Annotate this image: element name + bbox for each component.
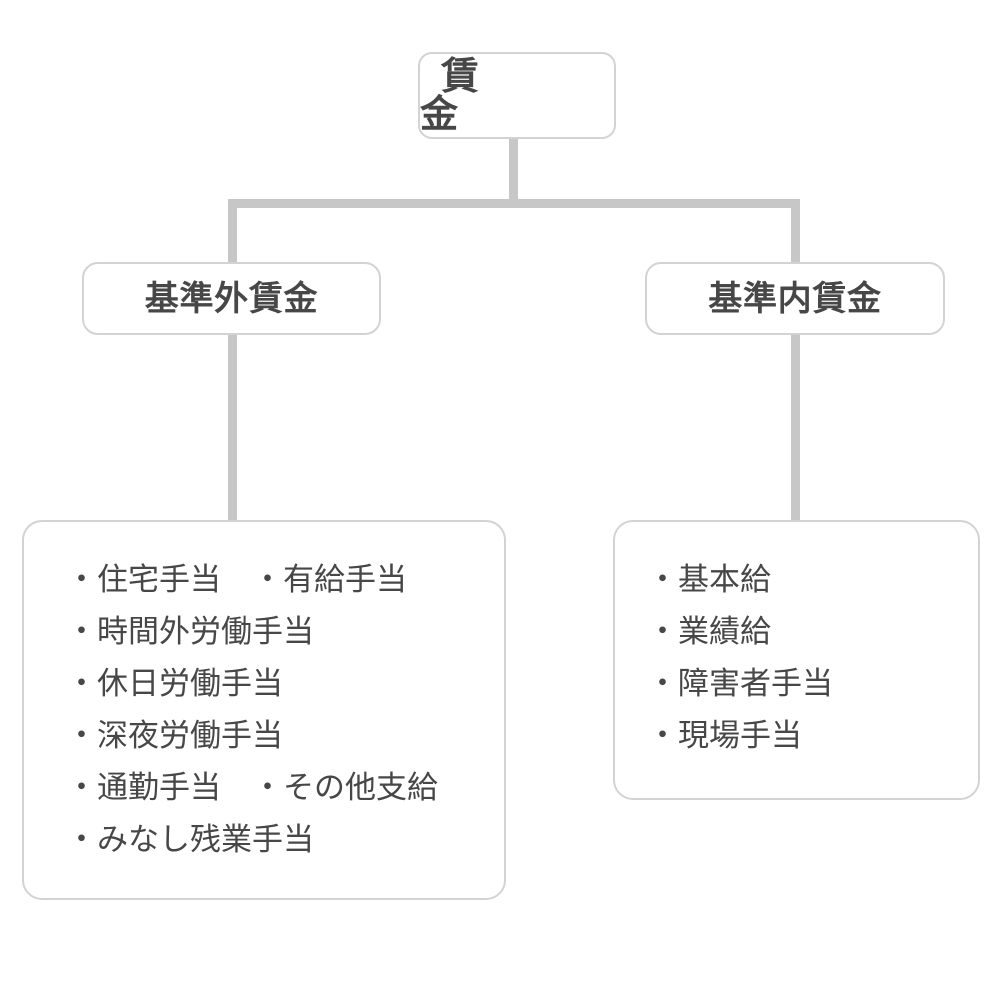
list-item: ・みなし残業手当 <box>66 822 314 858</box>
node-branch-standard-wage[interactable]: 基準内賃金 <box>645 262 945 335</box>
list-item: ・休日労働手当 <box>66 666 283 702</box>
connector-right-branch-to-leaf <box>791 334 800 524</box>
connector-bus-to-right-branch <box>791 199 800 263</box>
node-leaf-non-standard-wage-items[interactable]: ・住宅手当 ・有給手当 ・時間外労働手当 ・休日労働手当 ・深夜労働手当 ・通勤… <box>22 520 506 900</box>
node-branch-standard-wage-label: 基準内賃金 <box>708 279 882 318</box>
node-root-label: 賃 金 <box>420 55 559 136</box>
list-item: ・時間外労働手当 <box>66 614 314 650</box>
connector-horizontal-bus <box>228 199 800 208</box>
list-item: ・住宅手当 ・有給手当 <box>66 562 407 597</box>
node-branch-non-standard-wage-label: 基準外賃金 <box>144 279 319 318</box>
node-root-wage[interactable]: 賃 金 <box>418 52 616 139</box>
node-branch-non-standard-wage[interactable]: 基準外賃金 <box>82 262 381 335</box>
connector-bus-to-left-branch <box>228 199 237 263</box>
list-item: ・現場手当 <box>647 718 802 754</box>
list-item: ・障害者手当 <box>647 666 833 702</box>
node-leaf-standard-wage-items[interactable]: ・基本給 ・業績給 ・障害者手当 ・現場手当 <box>613 520 980 800</box>
list-item: ・基本給 <box>647 562 771 597</box>
standard-wage-item-list: ・基本給 ・業績給 ・障害者手当 ・現場手当 <box>647 554 833 762</box>
list-item: ・通勤手当 ・その他支給 <box>66 770 438 806</box>
list-item: ・深夜労働手当 <box>66 718 283 754</box>
connector-root-stem <box>509 138 518 201</box>
non-standard-wage-item-list: ・住宅手当 ・有給手当 ・時間外労働手当 ・休日労働手当 ・深夜労働手当 ・通勤… <box>66 554 438 866</box>
list-item: ・業績給 <box>647 614 771 650</box>
connector-left-branch-to-leaf <box>228 334 237 524</box>
